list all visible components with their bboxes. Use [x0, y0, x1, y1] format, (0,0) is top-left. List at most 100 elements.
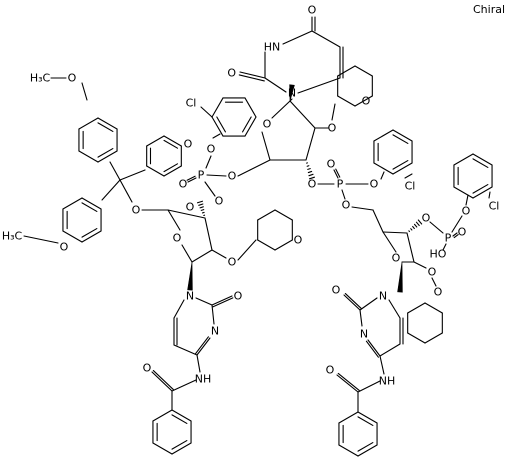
bz2-ring: [357, 444, 378, 457]
cyt1-ring: [194, 336, 209, 355]
dmt-ring-bottom: [81, 197, 102, 210]
sugar2-ring: [181, 244, 193, 263]
cyt1-nh-bond: [196, 354, 201, 373]
sugar3-base-wedge: [397, 261, 403, 293]
thp2-ring: [257, 239, 276, 251]
atom-p3-oh: HO: [430, 248, 447, 261]
sugar2-ring: [191, 249, 213, 263]
sugar3-o3-bond: [412, 225, 415, 230]
atom-dmt-me-top: H₃C: [30, 72, 51, 85]
sugar1-ring: [289, 100, 316, 129]
bz1-co: [152, 369, 174, 391]
aryl2-ring: [392, 160, 409, 170]
sugar2-ring: [167, 209, 206, 219]
sugar3-o3-bond: [415, 221, 420, 227]
atom-sugar1-o: O: [263, 118, 272, 131]
atom-dmt-me-bottom: H₃C: [2, 230, 23, 243]
sugar2-o3: [199, 206, 204, 209]
dmt-phenyl-ring: [146, 165, 165, 177]
sugar1-o3: [306, 165, 310, 167]
dmt-c: [109, 161, 121, 181]
sugar2-o3: [201, 211, 205, 214]
aryl2-ring: [373, 129, 394, 142]
aryl2-ring: [392, 162, 413, 175]
atom-cyt1-n1: N: [186, 290, 194, 303]
dmt-ring-bottom: [81, 228, 98, 238]
p1-bond: [237, 169, 251, 177]
p1-bond: [205, 155, 212, 169]
p1-bond: [206, 174, 227, 177]
thp3-ring: [407, 302, 426, 314]
sugar2-ring: [167, 209, 181, 231]
bz2-co: [337, 372, 360, 391]
thp3-ring: [424, 332, 443, 344]
atom-cyt1-nh: NH: [195, 373, 212, 386]
cyt2-nh-bond: [379, 355, 385, 375]
sugar3-ring: [382, 231, 397, 253]
cyt2-ring: [379, 343, 401, 357]
atom-thp1-o: O: [362, 95, 371, 108]
aryl1-cl-bond: [200, 106, 213, 118]
dmt-ring-bottom: [62, 197, 83, 210]
aryl3-ring: [472, 186, 493, 199]
bz1-ring: [152, 442, 173, 455]
atom-p2-o-down: O: [342, 199, 351, 212]
thp1-ring: [354, 65, 373, 77]
dmt-ring-top: [97, 122, 114, 132]
thp3-ring: [424, 302, 443, 314]
sugar1-base-wedge: [289, 84, 295, 102]
atom-sugar3-o-ring: O: [392, 252, 401, 265]
sugar2-o3: [198, 203, 204, 206]
thp2-ring: [257, 209, 276, 221]
atom-sugar2-o5: O: [186, 201, 195, 214]
cyt2-ring: [388, 299, 401, 319]
atom-aryl2-o: O: [370, 178, 379, 191]
atom-uracil-o-top: O: [308, 4, 317, 17]
sugar3-ring: [382, 231, 408, 234]
cyt1-ring: [211, 304, 215, 325]
dmt-phenyl-ring: [146, 135, 165, 147]
atom-cyt1-n3: N: [211, 325, 219, 338]
sugar3-c5: [351, 206, 374, 211]
aryl2-o-bond: [380, 171, 385, 180]
dmt-c: [119, 169, 146, 181]
aryl1-o-bond: [212, 133, 221, 139]
bz1-ring: [171, 409, 192, 422]
dmt-ring-top: [97, 148, 114, 158]
bz2-ring: [357, 411, 378, 424]
aryl2-ring: [392, 129, 413, 142]
p2-dbl: [333, 169, 339, 179]
dmt-ring-top: [97, 150, 118, 163]
atom-p1: P: [198, 169, 205, 182]
sugar2-base-wedge: [187, 261, 193, 291]
p1-dbl: [187, 177, 197, 183]
thp1-link: [331, 103, 336, 121]
sugar1-o3: [307, 168, 311, 170]
uracil-ring: [297, 77, 341, 94]
atom-dmt-ome-bottom: O: [60, 241, 69, 254]
bz1-ring: [171, 442, 192, 455]
atom-sugar3-o-thp: O: [428, 266, 437, 279]
bz2-bond: [357, 380, 381, 393]
atom-thp2-o: O: [294, 234, 303, 247]
atom-dmt-o: O: [132, 204, 141, 217]
atom-sugar1-o: O: [328, 122, 337, 135]
atom-bz2-o: O: [326, 364, 335, 377]
atom-cyt2-o: O: [332, 284, 341, 297]
dmt-ome-bond: [81, 82, 88, 101]
aryl3-cl-bond: [488, 191, 491, 199]
cyt1-ring: [173, 344, 198, 356]
cyt1-co: [212, 297, 234, 308]
atom-p3-o-aryl: O: [462, 205, 471, 218]
atom-p2-o-top: O: [308, 178, 317, 191]
sugar3-o2: [413, 261, 427, 269]
atom-thp3-o: O: [434, 286, 443, 299]
atom-cyt2-n1: N: [379, 290, 387, 303]
sugar2-o3: [196, 200, 204, 204]
thp3-link: [431, 277, 437, 287]
cyt1-ring: [195, 297, 213, 306]
atom-uracil-o-left: O: [227, 67, 236, 80]
thp1-ring: [354, 95, 373, 107]
cyt1-ring: [196, 337, 211, 356]
